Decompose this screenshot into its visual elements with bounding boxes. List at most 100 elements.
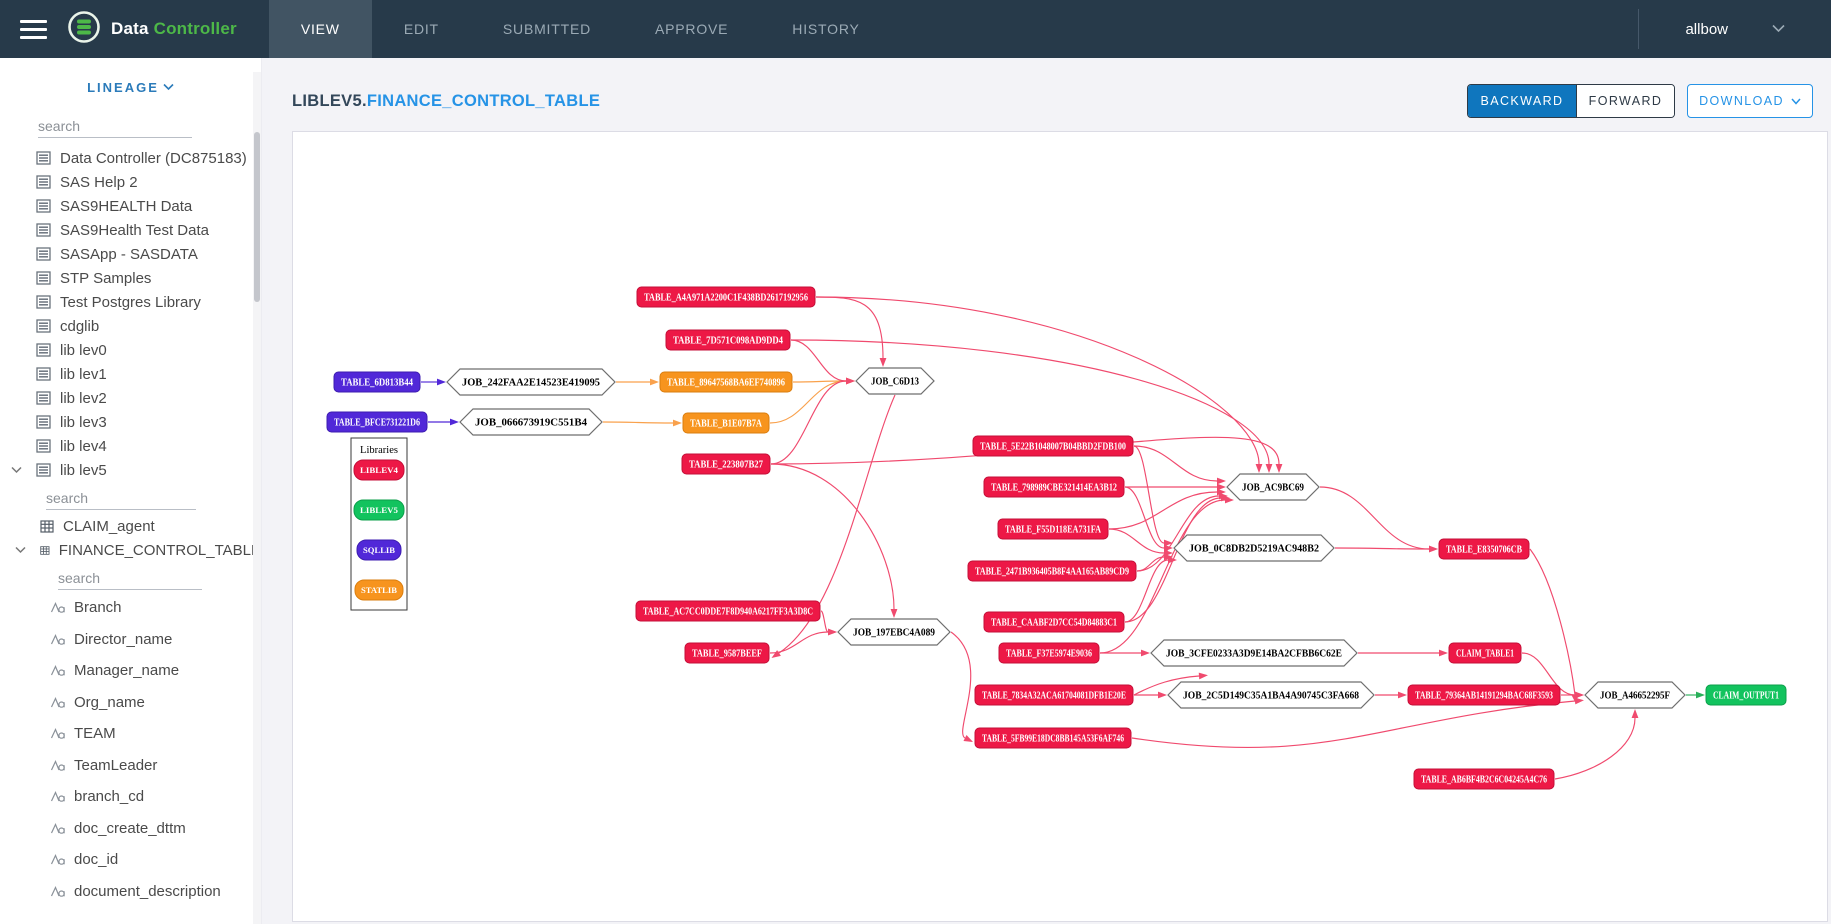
sidebar-library-item[interactable]: cdglib	[0, 314, 261, 338]
sidebar-column-item[interactable]: branch_cd	[0, 781, 261, 813]
table-node[interactable]: TABLE_F55D118EA731FA	[998, 519, 1108, 539]
sidebar-column-item[interactable]: Org_name	[0, 687, 261, 719]
column-search-input[interactable]	[58, 568, 202, 590]
sidebar-table-item[interactable]: FINANCE_CONTROL_TABLE	[0, 538, 261, 562]
edge-arrowhead	[1575, 692, 1584, 699]
job-node[interactable]: JOB_2C5D149C35A1BA4A90745C3FA668	[1168, 682, 1374, 708]
sidebar-library-item[interactable]: Data Controller (DC875183)	[0, 146, 261, 170]
tab-approve[interactable]: APPROVE	[623, 0, 760, 58]
table-node[interactable]: TABLE_F37E5974E9036	[999, 643, 1099, 663]
sidebar-library-item[interactable]: SAS Help 2	[0, 170, 261, 194]
table-node[interactable]: TABLE_AB6BF4B2C6C04245A4C76	[1414, 769, 1554, 789]
library-search-input[interactable]	[38, 116, 192, 138]
edge-arrowhead	[450, 419, 459, 426]
chevron-down-icon	[15, 546, 26, 554]
library-icon	[36, 415, 51, 429]
job-node[interactable]: JOB_C6D13	[856, 368, 934, 394]
forward-button[interactable]: FORWARD	[1576, 85, 1674, 117]
tab-view[interactable]: VIEW	[269, 0, 372, 58]
sidebar-library-item[interactable]: lib lev4	[0, 434, 261, 458]
table-node[interactable]: TABLE_2471B936405B8F4AA165AB89CD9	[968, 561, 1136, 581]
job-node[interactable]: JOB_AC9BC69	[1227, 474, 1319, 500]
table-node[interactable]: CLAIM_TABLE1	[1449, 643, 1521, 663]
scrollbar-thumb[interactable]	[254, 132, 260, 302]
sidebar-table-item[interactable]: CLAIM_agent	[0, 514, 261, 538]
table-node[interactable]: TABLE_9587BEEF	[685, 643, 769, 663]
table-node[interactable]: TABLE_6D813B44	[334, 372, 420, 392]
table-node[interactable]: TABLE_CAABF2D7CC54D84883C1	[984, 612, 1124, 632]
sidebar-column-item[interactable]: doc_id	[0, 844, 261, 876]
job-node[interactable]: JOB_066673919C551B4	[460, 409, 602, 435]
sidebar-column-item[interactable]: Branch	[0, 592, 261, 624]
sidebar-library-item[interactable]: Test Postgres Library	[0, 290, 261, 314]
table-node[interactable]: TABLE_7D571C098AD9DD4	[666, 330, 790, 350]
table-node[interactable]: TABLE_79364AB14191294BAC68F3593	[1408, 685, 1560, 705]
download-button[interactable]: DOWNLOAD	[1687, 84, 1813, 118]
library-list: Data Controller (DC875183) SAS Help 2 SA…	[0, 146, 261, 482]
user-menu[interactable]: allbow	[1685, 20, 1831, 38]
sidebar-library-item[interactable]: SAS9Health Test Data	[0, 218, 261, 242]
job-node[interactable]: JOB_3CFE0233A3D9E14BA2CFBB6C62E	[1151, 640, 1357, 666]
chevron-down-icon	[1772, 20, 1785, 38]
table-node[interactable]: TABLE_798989CBE321414EA3B12	[984, 477, 1124, 497]
item-label: lib lev2	[60, 390, 107, 407]
sidebar-column-item[interactable]: document_description	[0, 876, 261, 908]
table-node[interactable]: TABLE_A4A971A2200C1F438BD2617192956	[637, 287, 815, 307]
tab-edit[interactable]: EDIT	[372, 0, 471, 58]
job-node[interactable]: JOB_197EBC4A089	[838, 619, 950, 645]
character-column-icon	[50, 822, 66, 835]
mode-selector-lineage[interactable]: LINEAGE	[0, 58, 261, 114]
sidebar-library-item[interactable]: lib lev1	[0, 362, 261, 386]
table-grid-icon	[40, 520, 54, 533]
table-node[interactable]: TABLE_89647568BA6EF740896	[660, 372, 792, 392]
sidebar-column-item[interactable]: Director_name	[0, 624, 261, 656]
sidebar-column-item[interactable]: Manager_name	[0, 655, 261, 687]
backward-button[interactable]: BACKWARD	[1468, 85, 1576, 117]
sidebar-column-item[interactable]: doc_create_dttm	[0, 813, 261, 845]
table-node[interactable]: TABLE_7834A32ACA61704081DFB1E20E	[975, 685, 1133, 705]
sidebar-column-item[interactable]: TEAM	[0, 718, 261, 750]
hamburger-menu-icon[interactable]	[0, 0, 66, 58]
edge-arrowhead	[771, 650, 780, 658]
item-label: lib lev3	[60, 414, 107, 431]
item-label: FINANCE_CONTROL_TABLE	[59, 542, 261, 559]
sidebar-library-item[interactable]: lib lev3	[0, 410, 261, 434]
lineage-edge	[1555, 718, 1635, 779]
table-search-input[interactable]	[46, 488, 196, 510]
sidebar-column-item[interactable]: TeamLeader	[0, 750, 261, 782]
table-node[interactable]: CLAIM_OUTPUT1	[1706, 685, 1786, 705]
sidebar-library-item[interactable]: SASApp - SASDATA	[0, 242, 261, 266]
library-icon	[36, 439, 51, 453]
item-label: Org_name	[74, 694, 145, 711]
character-column-icon	[50, 664, 66, 677]
direction-toggle: BACKWARD FORWARD	[1467, 84, 1675, 118]
job-node[interactable]: JOB_242FAA2E14523E419095	[447, 369, 615, 395]
sidebar-library-item[interactable]: lib lev2	[0, 386, 261, 410]
lineage-edge	[771, 381, 846, 464]
sidebar-library-item[interactable]: lib lev5	[0, 458, 261, 482]
brand-logo[interactable]: Data Controller	[66, 0, 257, 58]
node-label: JOB_AC9BC69	[1242, 483, 1304, 494]
table-node[interactable]: TABLE_B1E07B7A	[683, 413, 769, 433]
table-node[interactable]: TABLE_5FB99E18DC8BB145A53F6AF746	[975, 728, 1131, 748]
node-label: JOB_0C8DB2D5219AC948B2	[1189, 544, 1319, 555]
node-label: TABLE_5E22B1048007B04BBD2FDB100	[980, 442, 1126, 453]
job-node[interactable]: JOB_A46652295F	[1585, 682, 1685, 708]
table-node[interactable]: TABLE_BFCE731221D6	[327, 412, 427, 432]
tab-submitted[interactable]: SUBMITTED	[471, 0, 623, 58]
table-node[interactable]: TABLE_5E22B1048007B04BBD2FDB100	[973, 436, 1133, 456]
table-node[interactable]: TABLE_AC7CC0DDE7F8D940A6217FF3A3D8C	[636, 601, 820, 621]
sidebar-library-item[interactable]: lib lev0	[0, 338, 261, 362]
job-node[interactable]: JOB_0C8DB2D5219AC948B2	[1174, 535, 1334, 561]
chevron-down-icon	[11, 466, 22, 474]
sidebar-library-item[interactable]: SAS9HEALTH Data	[0, 194, 261, 218]
table-node[interactable]: TABLE_E8350706CB	[1439, 539, 1529, 559]
sidebar-library-item[interactable]: STP Samples	[0, 266, 261, 290]
sidebar-scrollbar[interactable]	[253, 72, 261, 924]
item-label: STP Samples	[60, 270, 151, 287]
app-navbar: Data Controller VIEW EDIT SUBMITTED APPR…	[0, 0, 1831, 58]
table-node[interactable]: TABLE_223807B27	[682, 454, 770, 474]
edge-arrowhead	[1266, 464, 1273, 473]
tab-history[interactable]: HISTORY	[760, 0, 891, 58]
node-label: TABLE_CAABF2D7CC54D84883C1	[991, 618, 1117, 629]
